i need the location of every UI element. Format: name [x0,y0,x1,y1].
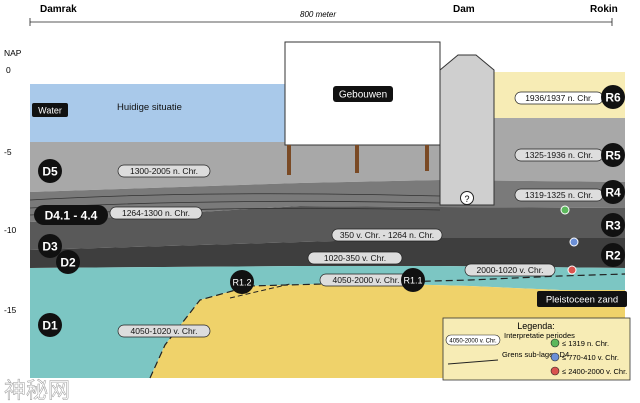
label-d5: D5 [42,165,58,179]
circle-d2 [56,250,80,274]
pill-d44 [34,205,108,225]
legend-title: Legenda: [517,321,555,331]
label-r11: R1.1 [403,276,422,286]
pile-3 [425,145,429,171]
legend-dot-green [550,338,560,348]
circle-r5 [601,143,625,167]
pleistoceen-label: Pleistoceen zand [546,295,618,306]
axis-tick-10: -10 [4,225,17,235]
pill-1300-2005-text: 1300-2005 n. Chr. [130,166,198,176]
pill-4050-1020 [117,324,211,338]
boundary-dashed-2 [229,283,291,299]
legend-box [442,317,631,381]
legend-interp: Interpretatie periodes [504,331,575,340]
layer-d1 [30,266,625,378]
pile-1 [287,145,291,175]
water-label: Water [38,106,62,116]
marker-red [567,265,577,275]
legend-dot-red [550,366,560,376]
label-r12: R1.2 [232,278,251,288]
pile-2 [355,145,359,173]
circle-r3 [601,213,625,237]
pill-350-1264-text: 350 v. Chr. - 1264 n. Chr. [340,230,434,240]
label-d1: D1 [42,319,58,333]
header-dam: Dam [453,4,475,15]
circle-r4 [601,180,625,204]
axis-title: NAP [4,48,22,58]
header-damrak: Damrak [40,4,77,15]
header-rokin: Rokin [590,4,618,15]
pleistoceen-label-box [537,291,627,307]
label-d3: D3 [42,240,58,254]
axis-tick-0: 0 [6,65,11,75]
legend-dot-blue-label: ≤ 770-410 v. Chr. [562,353,619,362]
axis-tick-15: -15 [4,305,17,315]
pill-1300-2005 [117,164,211,178]
pill-1264-1300-text: 1264-1300 n. Chr. [122,208,190,218]
legend-interp-text: Interpretatie periodes [504,331,575,340]
axis-tick-5: -5 [4,147,12,157]
legend-pill-text: 4050-2000 v. Chr. [449,339,497,345]
pill-1264-1300 [109,206,203,220]
label-r5: R5 [605,149,621,163]
buildings-label-box [333,86,393,102]
dam-tower [439,54,495,206]
water-label-box [32,103,68,117]
legend-grens: Grens sub-lagen D4 [502,350,569,359]
pill-4050-2000-text: 4050-2000 v. Chr. [333,275,400,285]
label-r3: R3 [605,219,621,233]
label-r4: R4 [605,186,621,200]
pill-1325-1936-text: 1325-1936 n. Chr. [525,150,593,160]
pill-1020-350 [307,251,403,265]
label-r2: R2 [605,249,621,263]
boundary-dashed [149,273,626,379]
pill-1319-1325-text: 1319-1325 n. Chr. [525,190,593,200]
legend-dot-blue [550,352,560,362]
watermark: 神秘网 [4,378,70,403]
legend-dot-red-label: ≤ 2400-2000 v. Chr. [562,367,627,376]
circle-d5 [38,159,62,183]
pill-350-1264 [331,228,443,242]
scale-label: 800 meter [300,10,336,19]
legend-pill [445,334,501,346]
circle-r2 [601,243,625,267]
circle-d1 [38,313,62,337]
legend-line [447,359,499,365]
d4-sub-line-1 [29,193,441,201]
circle-r11 [401,268,425,292]
circle-r12 [230,270,254,294]
circle-r6 [601,85,625,109]
marker-green [560,205,570,215]
label-d2: D2 [60,256,76,270]
legend-grens-text: Grens sub-lagen D4 [502,350,569,359]
question-mark: ? [464,194,469,204]
buildings-label: Gebouwen [339,90,387,101]
pill-4050-1020-text: 4050-1020 v. Chr. [131,326,198,336]
pill-2000-1020-text: 2000-1020 v. Chr. [477,265,544,275]
huidige-situatie: Huidige situatie [117,102,182,113]
pill-2000-1020 [464,263,556,277]
pill-1936-1937-text: 1936/1937 n. Chr. [525,93,593,103]
question-circle [460,191,474,205]
label-r6: R6 [605,91,621,105]
marker-blue [569,237,579,247]
circle-d3 [38,234,62,258]
pill-1020-350-text: 1020-350 v. Chr. [324,253,386,263]
legend-dot-green-label: ≤ 1319 n. Chr. [562,339,609,348]
label-d44: D4.1 - 4.4 [45,209,98,223]
